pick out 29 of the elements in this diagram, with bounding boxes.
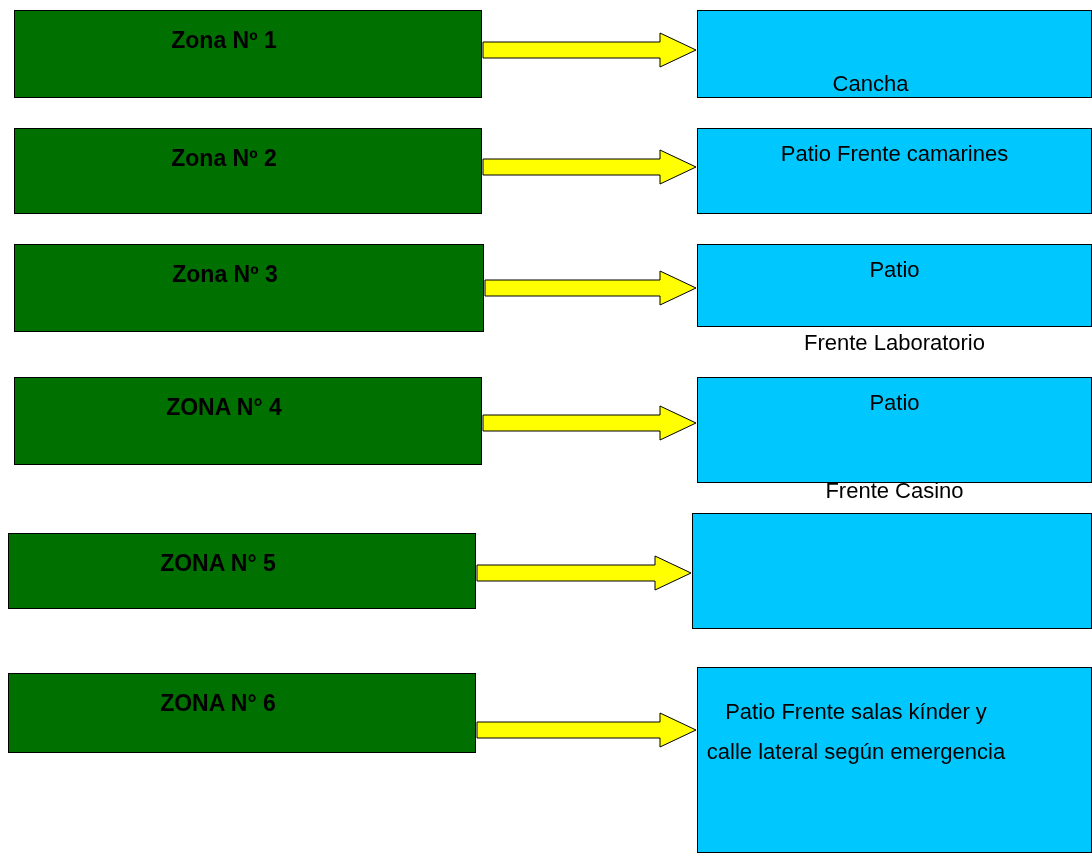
place-label: Patio	[868, 390, 921, 416]
block-arrow	[482, 32, 697, 68]
destination-box	[697, 667, 1092, 853]
zone-box	[14, 377, 482, 465]
zone-label: Zona Nº 2	[170, 144, 278, 173]
destination-box	[697, 10, 1092, 98]
place-label: Frente Laboratorio	[803, 330, 986, 356]
zone-box	[8, 673, 476, 753]
place-label: Cancha	[831, 71, 910, 97]
block-arrow	[476, 555, 692, 591]
zone-box	[8, 533, 476, 609]
destination-box	[697, 128, 1092, 214]
block-arrow	[482, 149, 697, 185]
zone-box	[14, 128, 482, 214]
zone-box	[14, 10, 482, 98]
place-label: Frente Casino	[824, 478, 965, 504]
destination-box	[692, 513, 1092, 629]
zone-label: Zona Nº 3	[171, 260, 279, 289]
zone-label: Zona Nº 1	[170, 26, 278, 55]
zone-label: ZONA N° 6	[159, 689, 277, 718]
block-arrow	[482, 405, 697, 441]
zone-label: ZONA N° 5	[159, 549, 277, 578]
block-arrow	[476, 712, 697, 748]
place-label: Patio Frente camarines	[779, 141, 1010, 167]
zone-box	[14, 244, 484, 332]
zone-label: ZONA N° 4	[165, 393, 283, 422]
block-arrow	[484, 270, 697, 306]
place-label: Patio	[868, 257, 921, 283]
place-label: Patio Frente salas kínder y calle lateral según emergencia	[706, 698, 1006, 766]
